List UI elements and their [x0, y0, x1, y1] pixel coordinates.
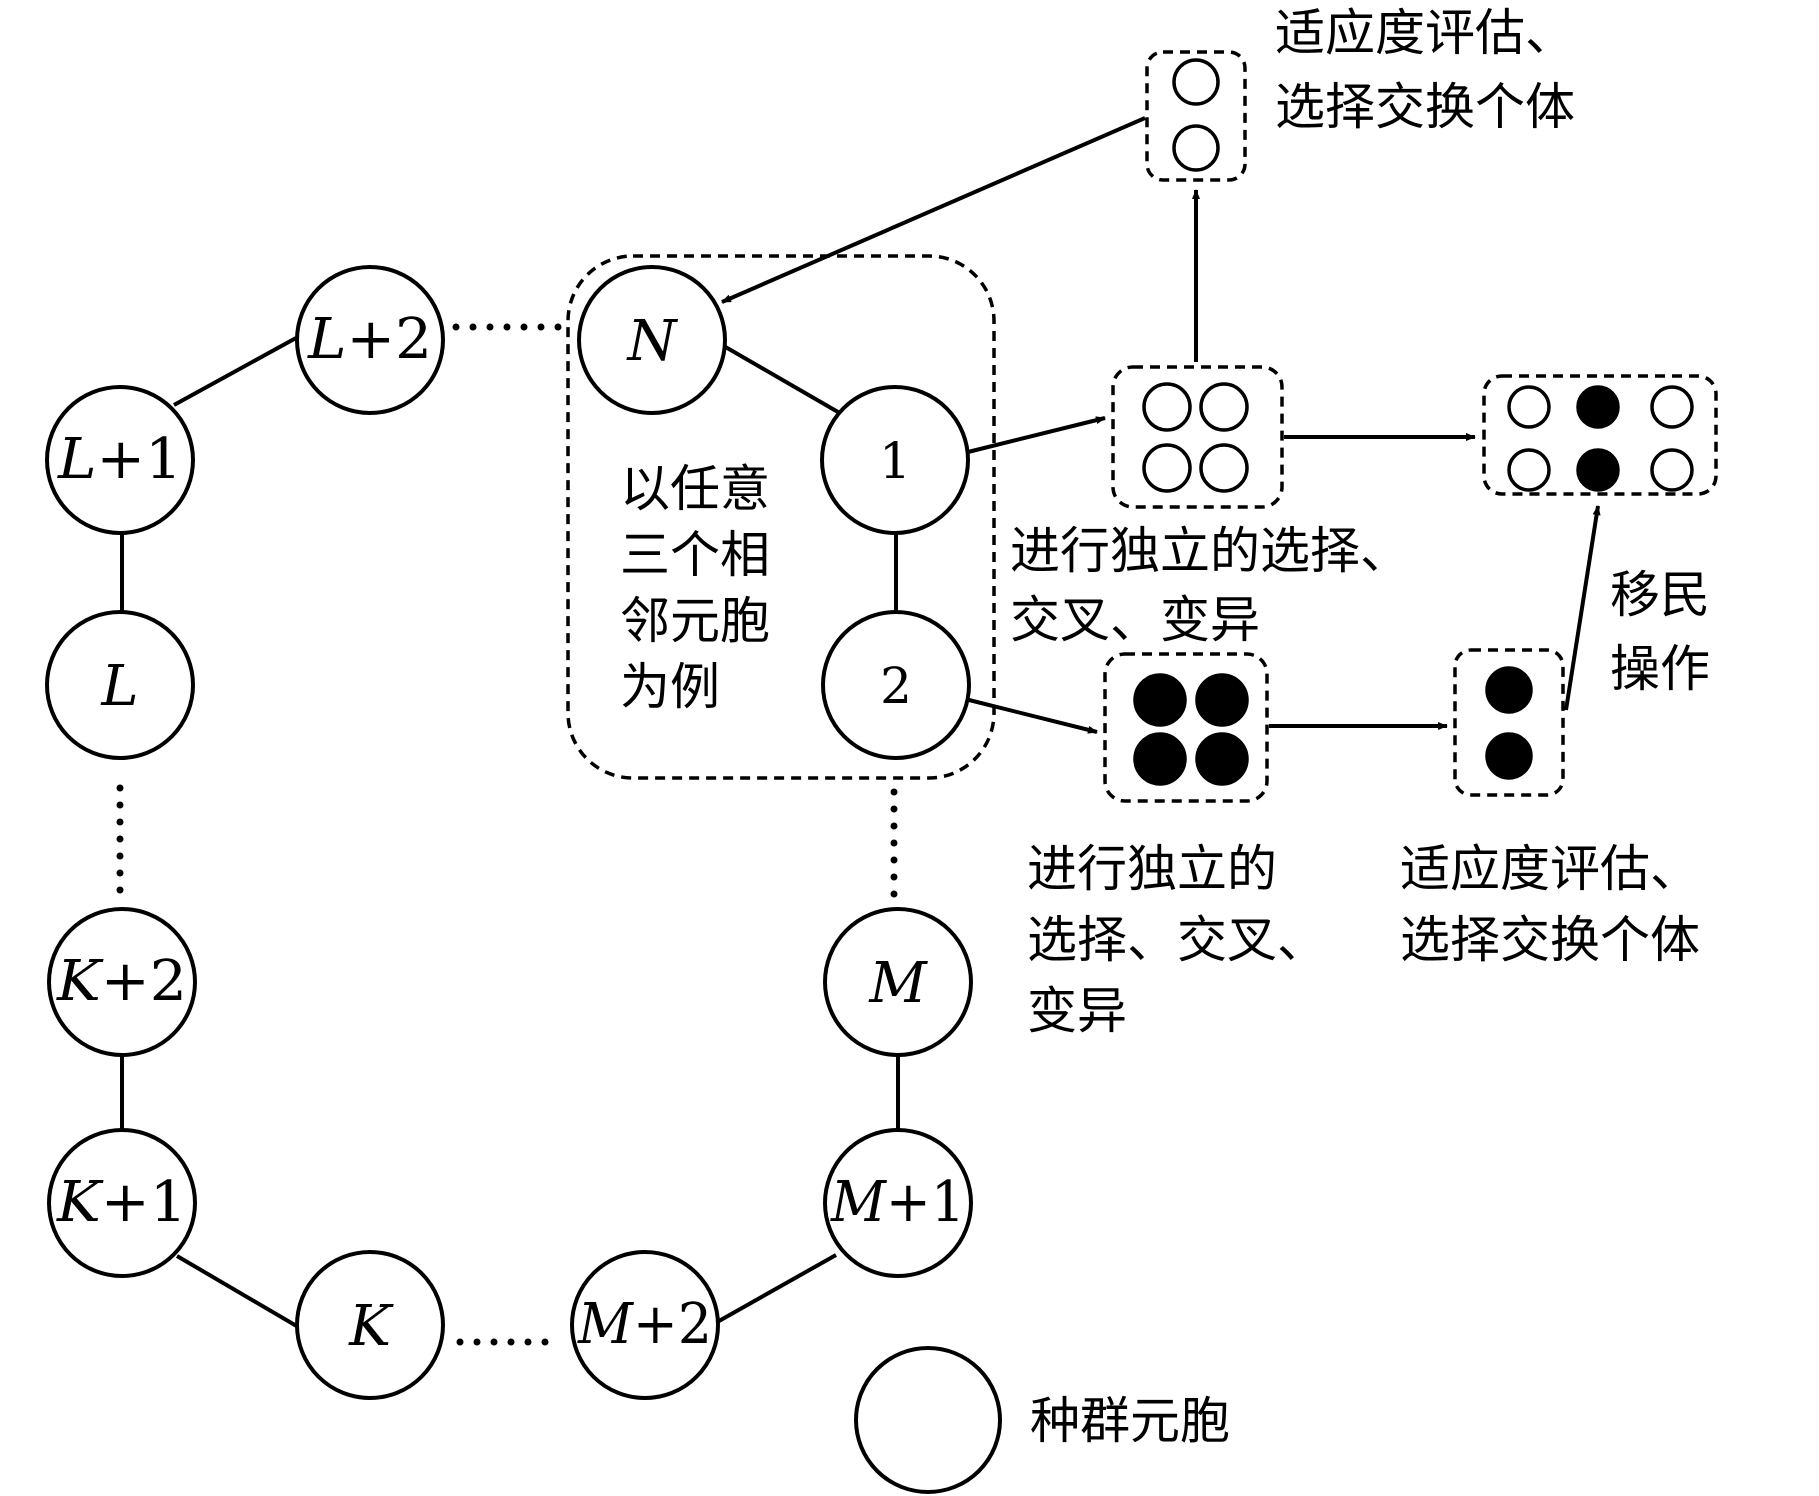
node-L: L: [45, 610, 195, 760]
node-L-plus-1: L+1: [45, 385, 195, 535]
edge-L1-L2: [173, 336, 297, 407]
individual-empty: [1507, 448, 1551, 492]
individual-empty: [1650, 448, 1694, 492]
population-box-mid-right: [1482, 374, 1718, 496]
node-N: N: [577, 265, 727, 415]
node-K-plus-2: K+2: [47, 907, 197, 1057]
label-mid-ops: 进行独立的选择、 交叉、变异: [1010, 522, 1426, 649]
legend: 种群元胞: [854, 1346, 1230, 1494]
individual-full: [1195, 673, 1249, 727]
individual-empty: [1650, 385, 1694, 429]
arrow-node2-to-bottombox: [968, 698, 1098, 734]
individual-empty: [1172, 58, 1220, 106]
ring-nodes: N 1 2 L+2 L+1 L K+2 K+1: [45, 265, 973, 1400]
node-label: L: [100, 654, 138, 719]
individual-full: [1485, 666, 1533, 714]
individual-full: [1133, 673, 1187, 727]
label-top-eval: 适应度评估、 选择交换个体: [1275, 4, 1591, 136]
edge-N-1: [720, 343, 840, 414]
arrows: [721, 116, 1601, 734]
node-M-plus-1: M+1: [823, 1128, 973, 1278]
arrow-node1-to-midbox: [967, 416, 1106, 454]
arrow-migration: [1564, 505, 1601, 711]
edge-K1-K: [175, 1254, 302, 1330]
node-L-plus-2: L+2: [295, 265, 445, 415]
neighborhood-group-box: [566, 254, 996, 780]
node-K: K: [295, 1250, 445, 1400]
legend-cell-symbol: [854, 1346, 1002, 1494]
node-2: 2: [821, 610, 971, 760]
node-label: M+1: [830, 1170, 965, 1235]
group-note: 以任意 三个相 邻元胞 为例: [620, 460, 786, 716]
individual-empty: [1199, 443, 1249, 493]
individual-empty: [1142, 382, 1192, 432]
node-label: K+1: [56, 1170, 187, 1235]
individual-empty: [1507, 385, 1551, 429]
node-1: 1: [820, 385, 970, 535]
node-label: 1: [879, 432, 911, 490]
node-label: M+2: [577, 1292, 712, 1357]
node-M: M: [823, 907, 973, 1057]
node-label: M: [868, 951, 928, 1016]
individual-full: [1485, 732, 1533, 780]
population-box-bottom-right: [1453, 648, 1565, 797]
arrow-topbox-to-N: [721, 116, 1146, 304]
node-label: 2: [880, 657, 912, 715]
dotted-edges: [116, 323, 898, 1346]
label-bottom-ops: 进行独立的 选择、交叉、 变异: [1027, 840, 1343, 1040]
node-label: L+1: [57, 427, 182, 492]
individual-empty: [1172, 124, 1220, 172]
population-box-bottom-left: [1103, 652, 1269, 803]
individual-full: [1195, 732, 1249, 786]
node-M-plus-2: M+2: [570, 1250, 720, 1400]
node-label: K+2: [56, 949, 187, 1014]
individual-full: [1133, 732, 1187, 786]
ring-edges: [120, 336, 900, 1332]
node-label: K: [348, 1294, 394, 1359]
node-label: L+2: [307, 307, 432, 372]
edge-M2-M1: [702, 1253, 837, 1332]
individual-full: [1576, 385, 1620, 429]
individual-full: [1576, 448, 1620, 492]
individual-empty: [1142, 443, 1192, 493]
population-box-mid-left: [1111, 365, 1284, 509]
label-migration: 移民 操作: [1610, 566, 1726, 698]
population-box-top: [1145, 50, 1247, 182]
node-K-plus-1: K+1: [47, 1128, 197, 1278]
node-label: N: [626, 309, 679, 374]
label-bottom-eval: 适应度评估、 选择交换个体: [1400, 840, 1716, 969]
legend-label: 种群元胞: [1030, 1392, 1230, 1450]
individual-empty: [1199, 382, 1249, 432]
